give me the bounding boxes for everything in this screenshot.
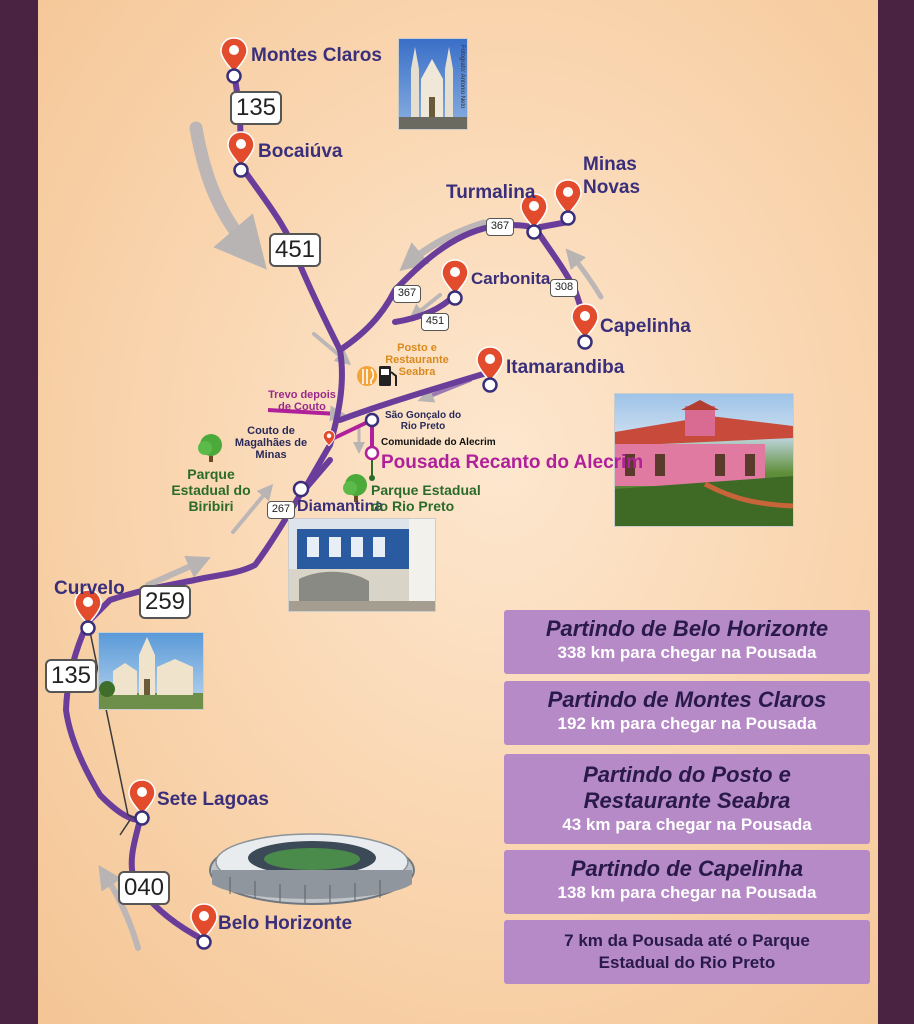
info-title: Partindo de Montes Claros xyxy=(547,687,827,712)
pousada-marker xyxy=(364,445,380,461)
map-pin-icon xyxy=(475,345,505,393)
colonial-street-icon xyxy=(289,519,435,611)
colonial-street-photo xyxy=(288,518,436,612)
label-posto: Posto e Restaurante Seabra xyxy=(385,342,449,378)
church-photo xyxy=(98,632,204,710)
road-shield-259: 259 xyxy=(139,585,191,619)
info-title: Partindo de Belo Horizonte xyxy=(545,616,829,641)
road-shield-451: 451 xyxy=(269,233,321,267)
label-curvelo: Curvelo xyxy=(54,578,125,599)
info-distance: 192 km para chegar na Pousada xyxy=(557,714,817,733)
label-turmalina: Turmalina xyxy=(446,182,536,203)
stadium-icon xyxy=(209,833,415,905)
right-border xyxy=(878,0,914,1024)
label-diamantina: Diamantina xyxy=(297,498,384,515)
map-pin-icon xyxy=(553,178,583,226)
label-parque-biribiri: Parque Estadual do Biribiri xyxy=(171,466,251,514)
info-distance: 43 km para chegar na Pousada xyxy=(562,815,812,834)
info-box-posto-seabra: Partindo do Posto e Restaurante Seabra 4… xyxy=(504,754,870,844)
map-pin-icon xyxy=(189,902,219,950)
church-icon xyxy=(99,637,203,709)
road-shield-451-small: 451 xyxy=(421,313,449,331)
trevo-arrow xyxy=(267,405,346,422)
info-box-capelinha: Partindo de Capelinha 138 km para chegar… xyxy=(504,850,870,914)
info-distance: 338 km para chegar na Pousada xyxy=(557,643,817,662)
left-border xyxy=(0,0,38,1024)
info-distance: 7 km da Pousada até o Parque Estadual do… xyxy=(564,931,810,972)
map-pin-icon xyxy=(226,130,256,178)
fuel-pump-icon xyxy=(379,366,397,386)
info-box-parque-rio-preto: 7 km da Pousada até o Parque Estadual do… xyxy=(504,920,870,984)
info-box-montes-claros: Partindo de Montes Claros 192 km para ch… xyxy=(504,681,870,745)
label-comunidade: Comunidade do Alecrim xyxy=(381,437,496,448)
label-sete-lagoas: Sete Lagoas xyxy=(157,789,269,810)
label-belo-horizonte: Belo Horizonte xyxy=(218,913,353,934)
road-shield-040: 040 xyxy=(118,871,170,905)
pousada-photo xyxy=(614,393,794,527)
cathedral-icon xyxy=(399,47,467,129)
label-capelinha: Capelinha xyxy=(600,316,691,337)
label-parque-rio-preto: Parque Estadual do Rio Preto xyxy=(371,482,481,514)
road-shield-135-bottom: 135 xyxy=(45,659,97,693)
info-box-belo-horizonte: Partindo de Belo Horizonte 338 km para c… xyxy=(504,610,870,674)
label-itamarandiba: Itamarandiba xyxy=(506,357,625,378)
photo-credit: Fotografo: Antonio Neto xyxy=(459,45,465,109)
label-montes-claros: Montes Claros xyxy=(251,45,382,66)
info-title: Partindo do Posto e Restaurante Seabra xyxy=(583,762,791,813)
label-pousada: Pousada Recanto do Alecrim xyxy=(381,452,644,473)
info-title: Partindo de Capelinha xyxy=(570,856,804,881)
cathedral-photo: Fotografo: Antonio Neto xyxy=(398,38,468,130)
map-pin-icon xyxy=(440,258,470,306)
road-shield-135-top: 135 xyxy=(230,91,282,125)
label-couto: Couto de Magalhães de Minas xyxy=(234,425,308,461)
restaurant-icon xyxy=(357,366,377,386)
pousada-building-icon xyxy=(615,400,793,526)
label-carbonita: Carbonita xyxy=(471,269,551,288)
tree-icon xyxy=(343,474,367,502)
label-trevo: Trevo depois de Couto xyxy=(268,389,336,413)
road-shield-367-a: 367 xyxy=(486,218,514,236)
couto-pin-icon xyxy=(322,429,336,447)
info-distance: 138 km para chegar na Pousada xyxy=(557,883,817,902)
label-bocaiuva: Bocaiúva xyxy=(258,141,343,162)
map-pin-icon xyxy=(219,36,249,84)
tree-icon xyxy=(198,434,222,462)
road-shield-267: 267 xyxy=(267,501,295,519)
map-pin-icon xyxy=(570,302,600,350)
diamantina-marker xyxy=(292,480,310,498)
label-sao-goncalo: São Gonçalo do Rio Preto xyxy=(384,410,462,432)
road-shield-367-b: 367 xyxy=(393,285,421,303)
label-minas-novas: Minas Novas xyxy=(583,154,641,198)
sao-goncalo-marker xyxy=(364,412,380,428)
road-shield-308: 308 xyxy=(550,279,578,297)
